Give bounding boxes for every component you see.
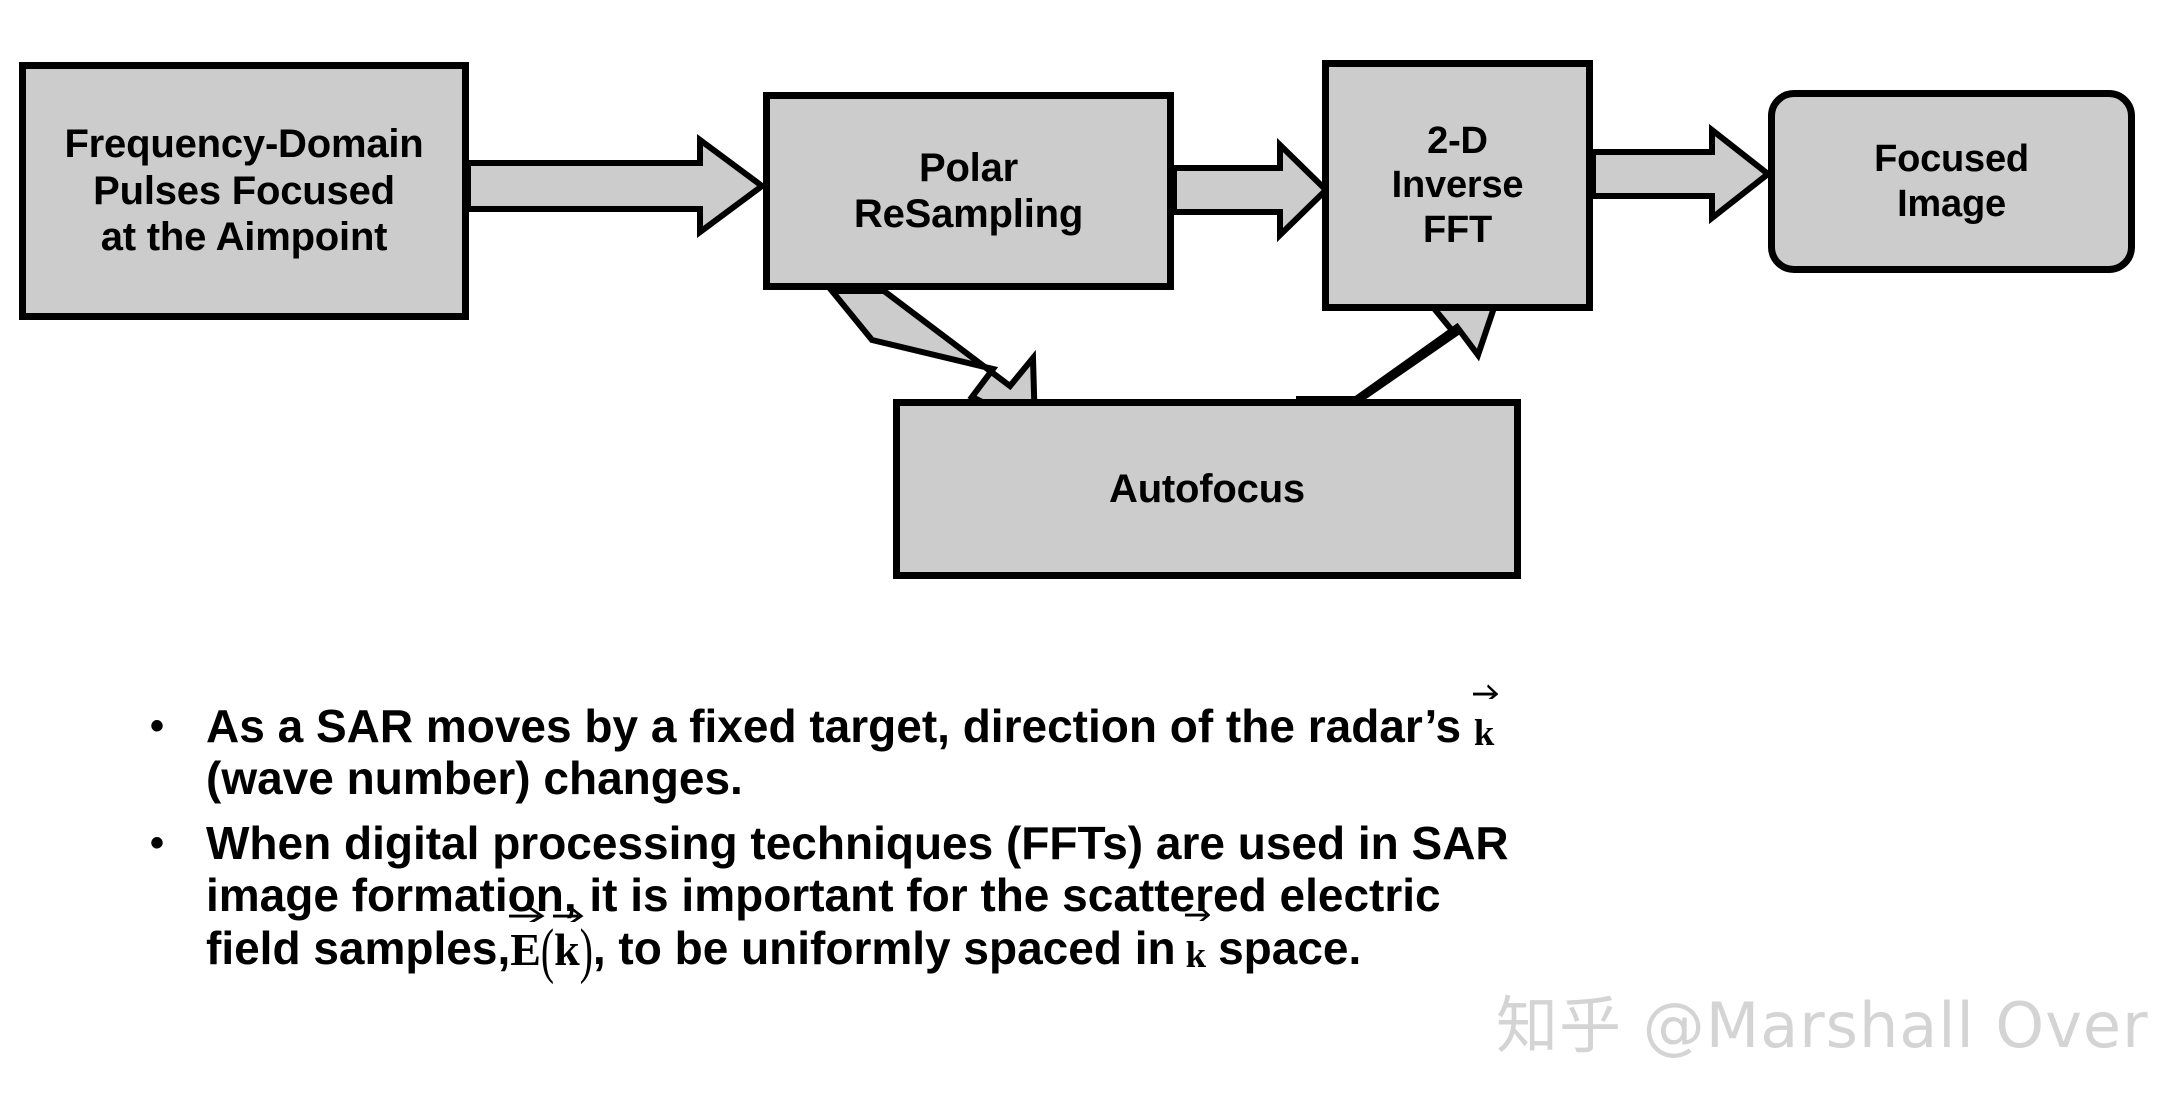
k-vector-symbol: k [1472,683,1499,753]
bullet-line: image formation, it is important for the… [206,869,1441,922]
vector-arrow-icon [1184,905,1211,922]
bullet-line-text: As a SAR moves by a fixed target, direct… [206,700,1474,752]
bullet-marker: • [150,820,165,865]
bullet-line: field samples,E(k), to be uniformly spac… [206,905,2160,985]
arrow-source-to-polar [465,134,768,238]
arrow-polar-to-ifft [1171,137,1331,243]
vector-arrow-icon [509,906,545,922]
bullet-line-text-after: , to be uniformly spaced in [592,921,1176,974]
bullet-text-body: When digital processing techniques (FFTs… [206,816,2160,985]
open-paren: ( [540,916,555,985]
bullet-text-body: As a SAR moves by a fixed target, direct… [206,683,2160,805]
list-item: • When digital processing techniques (FF… [150,816,2160,985]
e-of-k-expression: E(k) [509,906,593,985]
k-vector-symbol: k [553,906,584,975]
k-glyph: k [1473,711,1495,753]
block-2d-inverse-fft[interactable]: 2-D Inverse FFT [1322,60,1593,311]
close-paren: ) [579,916,593,985]
block-frequency-domain-pulses[interactable]: Frequency-Domain Pulses Focused at the A… [19,62,469,320]
E-vector-symbol: E [509,906,545,975]
bullet-line: When digital processing techniques (FFTs… [206,816,1509,869]
bullet-marker: • [150,704,165,748]
bullet-line-text-end: space. [1218,921,1362,974]
E-glyph: E [510,923,541,975]
bullet-list: • As a SAR moves by a fixed target, dire… [150,683,2160,987]
block-autofocus[interactable]: Autofocus [893,399,1521,579]
bullet-line-text: field samples, [206,921,511,974]
bullet-line: As a SAR moves by a fixed target, direct… [206,683,2160,753]
block-focused-image[interactable]: Focused Image [1768,90,2135,273]
vector-arrow-icon [553,906,584,922]
k-glyph: k [1185,933,1207,975]
list-item: • As a SAR moves by a fixed target, dire… [150,683,2160,805]
block-polar-resampling[interactable]: Polar ReSampling [763,92,1174,290]
k-vector-symbol: k [1184,905,1211,975]
bullet-line: (wave number) changes. [206,752,743,805]
k-glyph: k [554,923,580,975]
vector-arrow-icon [1472,683,1499,700]
arrow-ifft-to-focused [1590,123,1773,225]
